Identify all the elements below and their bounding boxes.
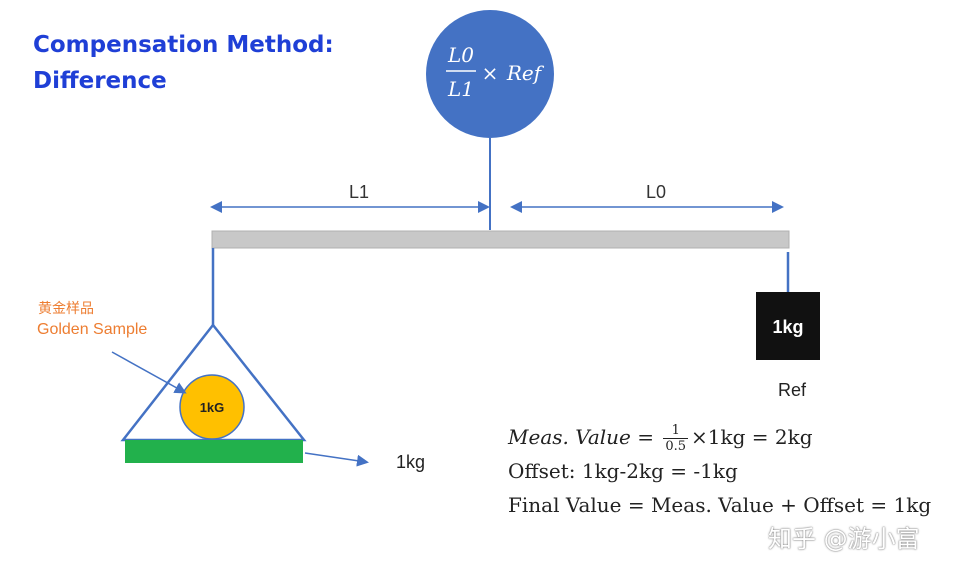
ratio-circle: [426, 10, 554, 138]
golden-sample-label-en: Golden Sample: [37, 321, 147, 338]
ratio-numerator: L0: [447, 43, 474, 67]
platform-value: 1kg: [396, 452, 425, 472]
ref-weight: [756, 292, 820, 360]
title-line-1: Compensation Method:: [33, 32, 334, 58]
meas-value-equals: =: [637, 425, 654, 449]
golden-sample-ball: [179, 374, 245, 440]
golden-sample-label-cn: 黄金样品: [38, 300, 94, 317]
meas-value-rest: ×1kg = 2kg: [691, 425, 813, 449]
balance-beam: [211, 230, 790, 249]
meas-fraction-denominator: 0.5: [665, 439, 687, 454]
ref-weight-label: 1kg: [772, 317, 803, 337]
formula-block: Meas. Value = 1 0.5 ×1kg = 2kg Offset: 1…: [508, 420, 931, 522]
offset-line: Offset: 1kg-2kg = -1kg: [508, 459, 738, 483]
platform-pointer: [304, 452, 369, 467]
l1-label: L1: [349, 182, 369, 202]
golden-sample-pointer: [111, 351, 187, 394]
final-value-line: Final Value = Meas. Value + Offset = 1kg: [508, 493, 932, 517]
ratio-ref: Ref: [506, 61, 545, 85]
title-line-2: Difference: [33, 68, 167, 94]
golden-sample-ball-label: 1kG: [200, 400, 225, 415]
sample-platform: [125, 440, 303, 463]
meas-fraction-numerator: 1: [663, 423, 689, 439]
l0-label: L0: [646, 182, 666, 202]
ratio-denominator: L1: [447, 77, 474, 101]
meas-value-line: Meas. Value = 1 0.5 ×1kg = 2kg: [508, 420, 931, 454]
watermark: 知乎 @游小富: [768, 525, 920, 553]
meas-value-fraction: 1 0.5: [663, 423, 689, 454]
diagram-title: Compensation Method: Difference: [33, 27, 334, 99]
ratio-operator: ×: [482, 61, 499, 85]
ref-caption: Ref: [778, 380, 807, 400]
meas-value-label: Meas. Value: [508, 425, 631, 449]
